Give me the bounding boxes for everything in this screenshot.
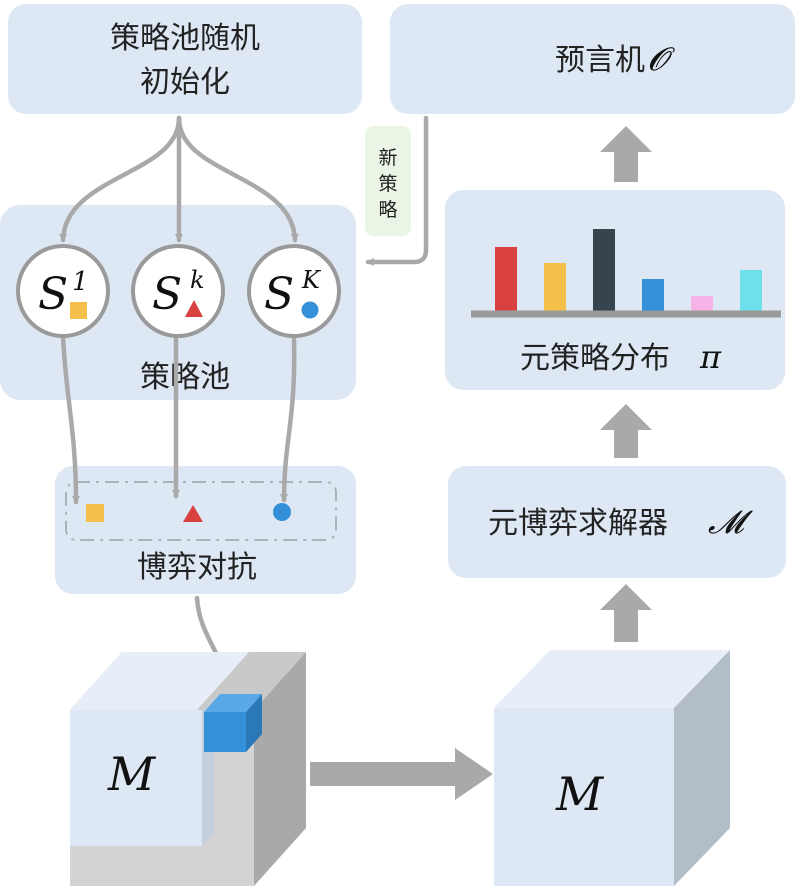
block-arrow-matrix-to-solver bbox=[600, 584, 652, 642]
strategy-node-K[interactable]: S K bbox=[247, 244, 341, 338]
highlight-cell-top bbox=[204, 694, 262, 712]
oracle-label: 预言机 bbox=[555, 43, 645, 78]
strategy-node-K-sup: K bbox=[301, 266, 322, 294]
arrow-init-to-sK bbox=[176, 115, 299, 243]
chart-bar-5 bbox=[691, 296, 713, 311]
block-arrow-matrix-to-matrix bbox=[310, 748, 493, 800]
circle-marker bbox=[301, 301, 319, 319]
init-pool-line1: 策略池随机 bbox=[110, 21, 260, 56]
game-square-marker bbox=[86, 504, 104, 522]
strategy-node-k[interactable]: S k bbox=[131, 244, 225, 338]
meta-dist-label: 元策略分布 bbox=[520, 341, 670, 376]
new-strategy-tag bbox=[365, 126, 411, 236]
triangle-marker bbox=[185, 300, 203, 317]
init-pool-line2: 初始化 bbox=[140, 65, 230, 100]
new-strategy-char-1: 新 bbox=[378, 147, 397, 169]
arrow-init-to-s1 bbox=[59, 115, 182, 243]
highlight-cell-side bbox=[246, 694, 262, 752]
strategy-node-k-base: S bbox=[152, 269, 182, 320]
arrow-oracle-to-pool bbox=[365, 115, 429, 266]
strategy-node-k-sup: k bbox=[190, 266, 205, 294]
new-strategy-char-3: 略 bbox=[378, 199, 397, 221]
game-label: 博弈对抗 bbox=[137, 550, 257, 585]
block-arrow-solver-to-dist bbox=[600, 404, 652, 458]
meta-dist-symbol: π bbox=[699, 338, 722, 376]
strategy-node-1[interactable]: S 1 bbox=[16, 244, 110, 338]
init-pool-panel bbox=[8, 4, 362, 114]
chart-bar-1 bbox=[495, 247, 517, 311]
arrow-s1-to-game bbox=[60, 333, 80, 505]
strategy-node-1-sup: 1 bbox=[72, 267, 89, 297]
strategy-pool-label: 策略池 bbox=[140, 360, 230, 395]
highlight-cell-front bbox=[204, 712, 246, 752]
strategy-node-1-base: S bbox=[38, 269, 68, 320]
block-arrow-dist-to-oracle bbox=[600, 126, 652, 182]
game-dashed-frame bbox=[65, 481, 337, 541]
game-circle-marker bbox=[273, 503, 291, 521]
payoff-matrix-cube-left: M bbox=[70, 652, 306, 886]
solver-panel bbox=[448, 466, 786, 578]
new-strategy-char-2: 策 bbox=[378, 173, 397, 195]
meta-strategy-chart bbox=[471, 229, 781, 318]
game-triangle-marker bbox=[183, 505, 203, 522]
strategy-node-K-base: S bbox=[264, 269, 294, 320]
payoff-matrix-cube-right: M bbox=[494, 650, 730, 886]
arrow-sK-to-game bbox=[280, 335, 297, 503]
chart-bar-2 bbox=[544, 263, 566, 311]
chart-bar-6 bbox=[740, 270, 762, 311]
chart-bar-4 bbox=[642, 279, 664, 311]
oracle-panel bbox=[390, 4, 795, 114]
solver-label: 元博弈求解器 bbox=[488, 506, 668, 541]
matrix-right-symbol: M bbox=[555, 767, 605, 821]
square-marker bbox=[70, 302, 87, 319]
matrix-left-symbol: M bbox=[107, 747, 157, 801]
chart-bar-3 bbox=[593, 229, 615, 311]
